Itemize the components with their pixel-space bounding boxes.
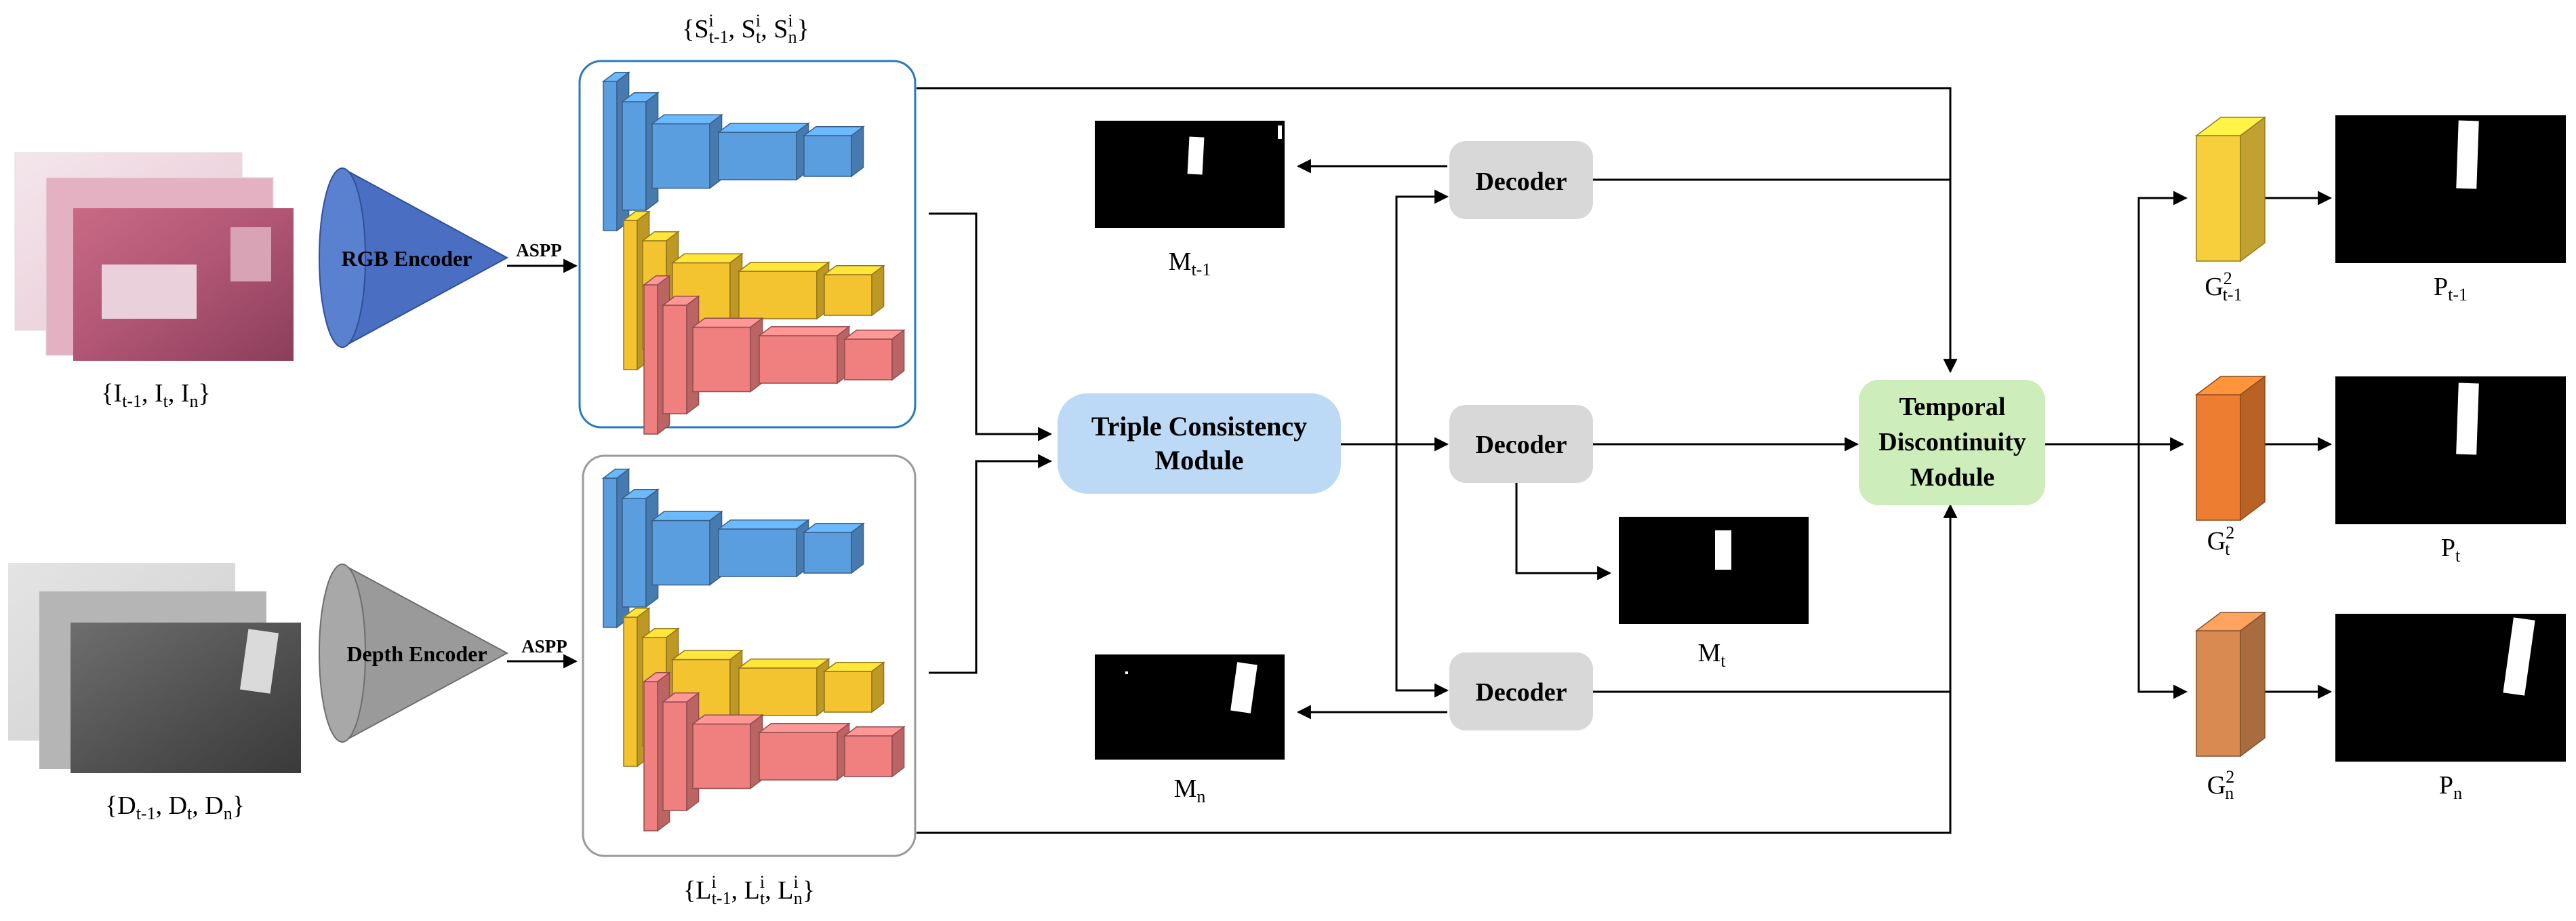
triple-module-line1: Triple Consistency <box>1091 411 1307 442</box>
temporal-to-gate-n-arrow <box>2137 444 2188 699</box>
blue-block-4 <box>717 122 810 181</box>
mid-decoder-to-mask-arrow <box>1515 483 1612 581</box>
decoder-mid: Decoder <box>1449 405 1593 483</box>
mask-m-t <box>1619 517 1809 624</box>
temporal-to-gate-prev-arrow <box>2137 191 2188 444</box>
prediction-p-n-label: Pn <box>2439 771 2462 803</box>
depth-encoder-label: Depth Encoder <box>346 642 487 666</box>
red-block-5 <box>843 329 906 381</box>
rgb-frame-bed <box>102 264 197 319</box>
gate-t-slab <box>2194 375 2267 522</box>
rgb-encoder: RGB Encoder <box>319 167 509 349</box>
temporal-discontinuity-module: Temporal Discontinuity Module <box>1859 380 2045 505</box>
temporal-module-line3: Module <box>1910 463 1995 492</box>
prediction-p-prev-label: Pt-1 <box>2434 273 2468 305</box>
decoder-top: Decoder <box>1449 141 1593 219</box>
yellow-block-5 <box>822 661 885 713</box>
blue-block-5 <box>802 522 865 574</box>
triple-to-bottom-decoder-arrow <box>1395 444 1449 698</box>
blue-block-4 <box>717 519 810 578</box>
red-block-4 <box>757 722 851 781</box>
prediction-p-prev <box>2335 115 2566 263</box>
yellow-block-5 <box>822 264 885 317</box>
decoder-bottom-label: Decoder <box>1475 678 1567 707</box>
blue-block-3 <box>650 510 723 587</box>
blue-block-5 <box>802 125 865 178</box>
gate-prev-slab <box>2194 116 2267 262</box>
depth-frame-highlight <box>239 629 279 694</box>
depth-inputs-caption: {Dt-1, Dt, Dn} <box>105 791 245 823</box>
rgb-skip-to-temporal <box>917 87 1958 374</box>
depth-to-triple-arrow <box>929 454 1053 674</box>
yellow-block-4 <box>737 261 830 320</box>
depth-feature-pyramid <box>601 468 906 832</box>
rgb-to-triple-arrow <box>929 212 1053 442</box>
prediction-p-t <box>2335 376 2566 524</box>
rgb-feature-pyramid <box>601 71 906 435</box>
depth-encoder: Depth Encoder <box>319 563 509 743</box>
rgb-aspp-label: ASPP <box>516 240 562 260</box>
red-block-4 <box>757 326 851 385</box>
rgb-frame-window <box>230 227 271 281</box>
rgb-frame-stack <box>14 152 294 361</box>
mask-m-t-label: Mt <box>1697 639 1726 671</box>
decoder-top-label: Decoder <box>1475 168 1567 196</box>
blue-block-3 <box>650 113 723 190</box>
gate-n-slab <box>2194 611 2267 758</box>
connectors <box>917 87 2333 834</box>
temporal-module-line2: Discontinuity <box>1878 428 2026 456</box>
gates <box>2194 116 2267 758</box>
decoder-bottom: Decoder <box>1449 652 1593 730</box>
yellow-block-4 <box>737 658 830 717</box>
red-block-3 <box>691 713 764 789</box>
rgb-inputs-caption: {It-1, It, In} <box>101 379 211 411</box>
triple-to-top-decoder-arrow <box>1395 189 1449 444</box>
depth-aspp-label: ASPP <box>521 636 567 657</box>
prediction-p-n <box>2335 614 2566 762</box>
prediction-p-t-label: Pt <box>2441 534 2461 566</box>
triple-consistency-module: Triple Consistency Module <box>1058 393 1341 494</box>
mask-m-n-label: Mn <box>1174 775 1206 806</box>
rgb-encoder-label: RGB Encoder <box>342 246 472 271</box>
depth-frame-stack <box>8 563 301 773</box>
decoder-mid-label: Decoder <box>1475 431 1567 459</box>
mask-m-prev <box>1095 121 1285 228</box>
red-block-3 <box>691 317 764 393</box>
temporal-module-line1: Temporal <box>1899 393 2006 421</box>
depth-skip-to-temporal <box>917 503 1958 834</box>
red-block-5 <box>843 726 906 778</box>
mask-m-prev-label: Mt-1 <box>1169 248 1211 279</box>
mask-m-n <box>1095 654 1285 760</box>
triple-module-line2: Module <box>1154 445 1243 475</box>
